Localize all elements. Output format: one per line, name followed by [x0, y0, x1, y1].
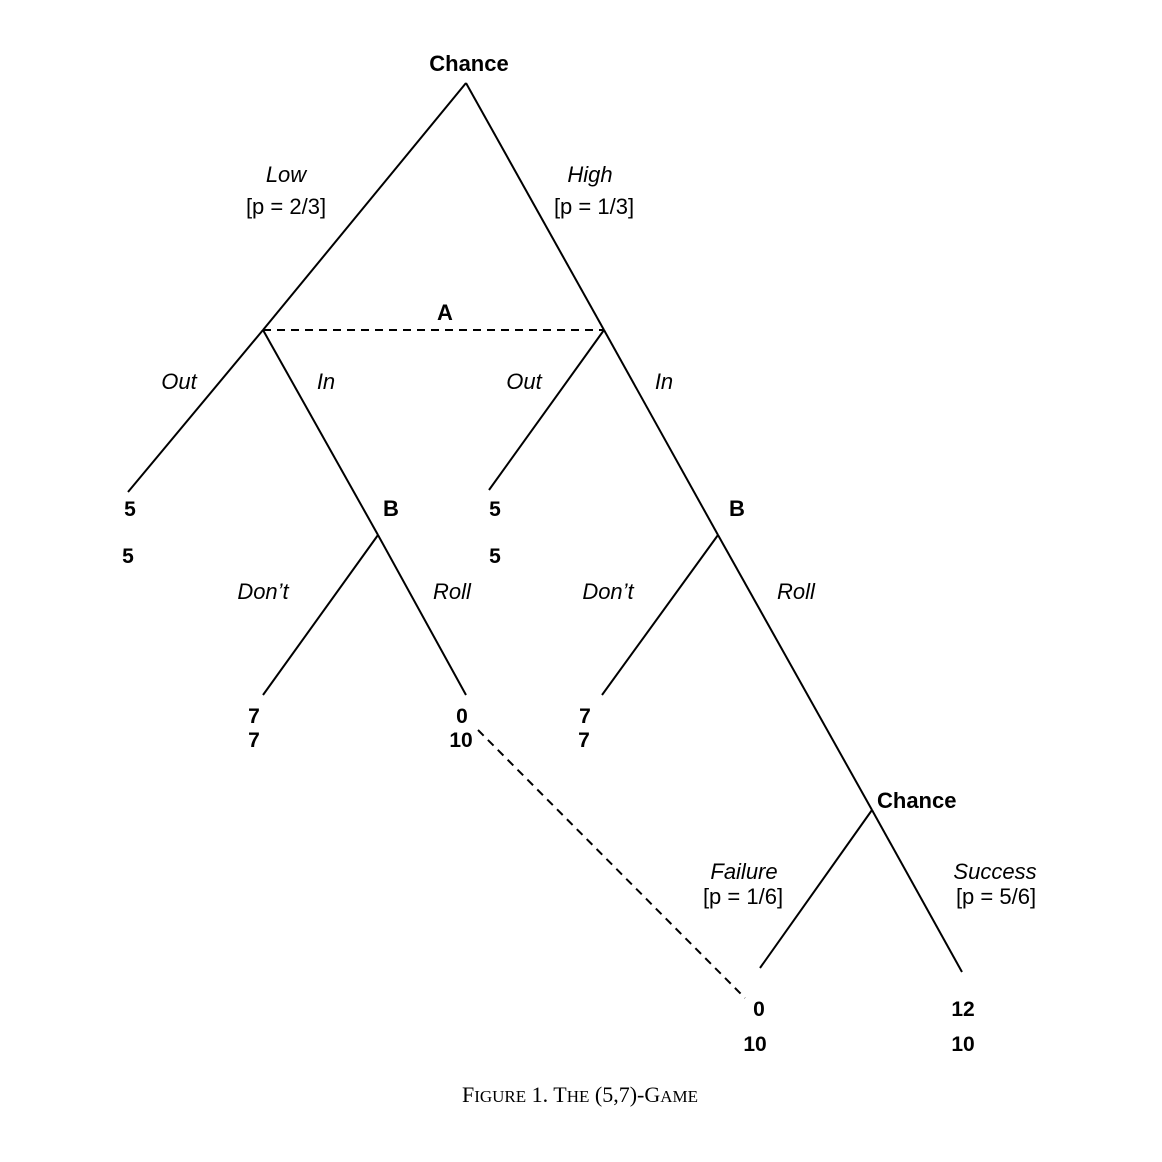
caption-ame: AME — [660, 1087, 698, 1106]
payoff-dont-high-a: 7 — [579, 705, 591, 728]
payoff-dont-low-b: 7 — [248, 729, 260, 752]
payoff-dont-low-a: 7 — [248, 705, 260, 728]
node-b-low-label: B — [383, 496, 399, 521]
edge-high — [465, 82, 605, 331]
edge-in-high — [603, 329, 719, 536]
success-prob-label: [p = 5/6] — [956, 884, 1036, 909]
outcome-link-dashed — [477, 729, 746, 999]
caption-game-id: (5,7)- — [589, 1082, 644, 1107]
success-label: Success — [953, 859, 1036, 884]
roll-high-label: Roll — [777, 579, 816, 604]
edge-failure — [759, 809, 873, 969]
payoff-out-low-b: 5 — [122, 545, 134, 568]
in-low-label: In — [317, 369, 335, 394]
out-low-label: Out — [161, 369, 197, 394]
payoff-dont-high-b: 7 — [578, 729, 590, 752]
payoff-roll-low-b: 10 — [449, 729, 472, 752]
high-label: High — [567, 162, 612, 187]
out-high-label: Out — [506, 369, 542, 394]
edge-out-high — [488, 329, 605, 491]
caption-he: HE — [567, 1087, 590, 1106]
edge-low — [262, 82, 467, 331]
failure-label: Failure — [710, 859, 777, 884]
edge-in-low — [262, 329, 379, 536]
payoff-success-a: 12 — [951, 998, 974, 1021]
edge-out-low — [127, 329, 264, 493]
in-high-label: In — [655, 369, 673, 394]
high-prob-label: [p = 1/3] — [554, 194, 634, 219]
payoff-roll-low-a: 0 — [456, 705, 468, 728]
caption-igure: IGURE — [474, 1087, 526, 1106]
payoff-out-low-a: 5 — [124, 498, 136, 521]
caption-number: 1. — [526, 1082, 553, 1107]
dont-low-label: Don’t — [237, 579, 289, 604]
edge-roll-high — [717, 534, 873, 811]
payoff-failure-b: 10 — [743, 1033, 766, 1056]
caption-g: G — [644, 1082, 660, 1107]
caption-t: T — [553, 1082, 567, 1107]
figure-caption: FIGURE 1. THE (5,7)-GAME — [462, 1082, 698, 1107]
lower-chance-label: Chance — [877, 788, 956, 813]
edge-success — [871, 809, 963, 973]
roll-low-label: Roll — [433, 579, 472, 604]
root-chance-label: Chance — [429, 51, 508, 76]
caption-f: F — [462, 1082, 474, 1107]
edge-roll-low — [377, 534, 467, 696]
failure-prob-label: [p = 1/6] — [703, 884, 783, 909]
payoff-success-b: 10 — [951, 1033, 974, 1056]
edge-dont-high — [601, 534, 719, 696]
payoff-failure-a: 0 — [753, 998, 765, 1021]
info-set-a-label: A — [437, 300, 453, 325]
low-prob-label: [p = 2/3] — [246, 194, 326, 219]
payoff-out-high-a: 5 — [489, 498, 501, 521]
dont-high-label: Don’t — [582, 579, 634, 604]
edge-dont-low — [262, 534, 379, 696]
payoff-out-high-b: 5 — [489, 545, 501, 568]
node-b-high-label: B — [729, 496, 745, 521]
low-label: Low — [266, 162, 308, 187]
